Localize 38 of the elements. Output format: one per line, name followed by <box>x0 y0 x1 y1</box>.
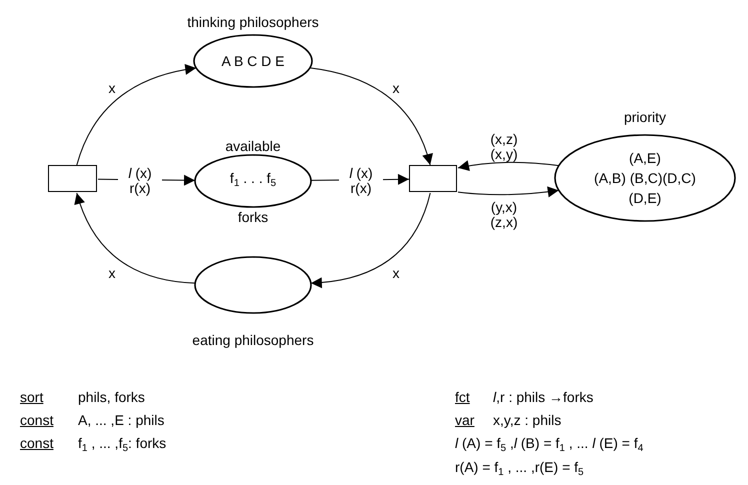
token-text: f$_{1}$ . . . f$_{5}$ <box>228 170 278 191</box>
arc-label: l (x) r(x) <box>118 166 162 196</box>
place-name: eating philosophers <box>191 332 315 348</box>
declaration-text: phils, forks <box>78 389 145 405</box>
token-text: (A,B) (B,C)(D,C) <box>593 170 697 186</box>
declaration-text: x,y,z : phils <box>493 412 562 428</box>
transition-box <box>409 165 457 192</box>
keyword-text: const <box>20 412 54 428</box>
arc-arrow <box>74 192 196 284</box>
arc-label: x <box>392 266 400 280</box>
declaration-text: l (A) = f$_{5}$ ,l (B) = f$_{1}$ , ... l (E) = f$_{4}$ <box>455 435 644 456</box>
place-name: priority <box>622 109 667 125</box>
declaration-text: r(A) = f$_{1}$ , ... ,r(E) = f$_{5}$ <box>455 459 584 480</box>
declaration-text: A, ... ,E : phils <box>78 412 164 428</box>
declaration-text: f$_{1}$ , ... ,f$_{5}$: forks <box>78 435 166 456</box>
keyword-text: sort <box>20 389 44 405</box>
arc-arrow <box>309 67 432 166</box>
arc-arrow <box>458 160 560 172</box>
arc-arrow <box>310 192 431 288</box>
arc-arrow <box>458 186 560 198</box>
place-name: forks <box>236 209 270 225</box>
declaration-text: l,r : phils →forks <box>493 389 594 405</box>
arc-label: (x,z) (x,y) <box>489 132 519 162</box>
arc-label: x <box>108 80 116 96</box>
arc-label: (y,x) (z,x) <box>489 200 519 230</box>
arc-label: l (x) r(x) <box>339 166 383 196</box>
keyword-text: fct <box>455 389 470 405</box>
place-name: thinking philosophers <box>186 14 320 30</box>
keyword-text: var <box>455 412 474 428</box>
arc-label: x <box>108 266 116 280</box>
place-name: available <box>224 138 282 154</box>
arc-label: x <box>392 80 400 96</box>
token-text: (A,E) <box>628 150 662 166</box>
arc-arrow <box>76 64 197 166</box>
transition-box <box>48 165 97 192</box>
token-text: A B C D E <box>220 53 286 69</box>
token-text: (D,E) <box>628 190 662 206</box>
keyword-text: const <box>20 435 54 451</box>
